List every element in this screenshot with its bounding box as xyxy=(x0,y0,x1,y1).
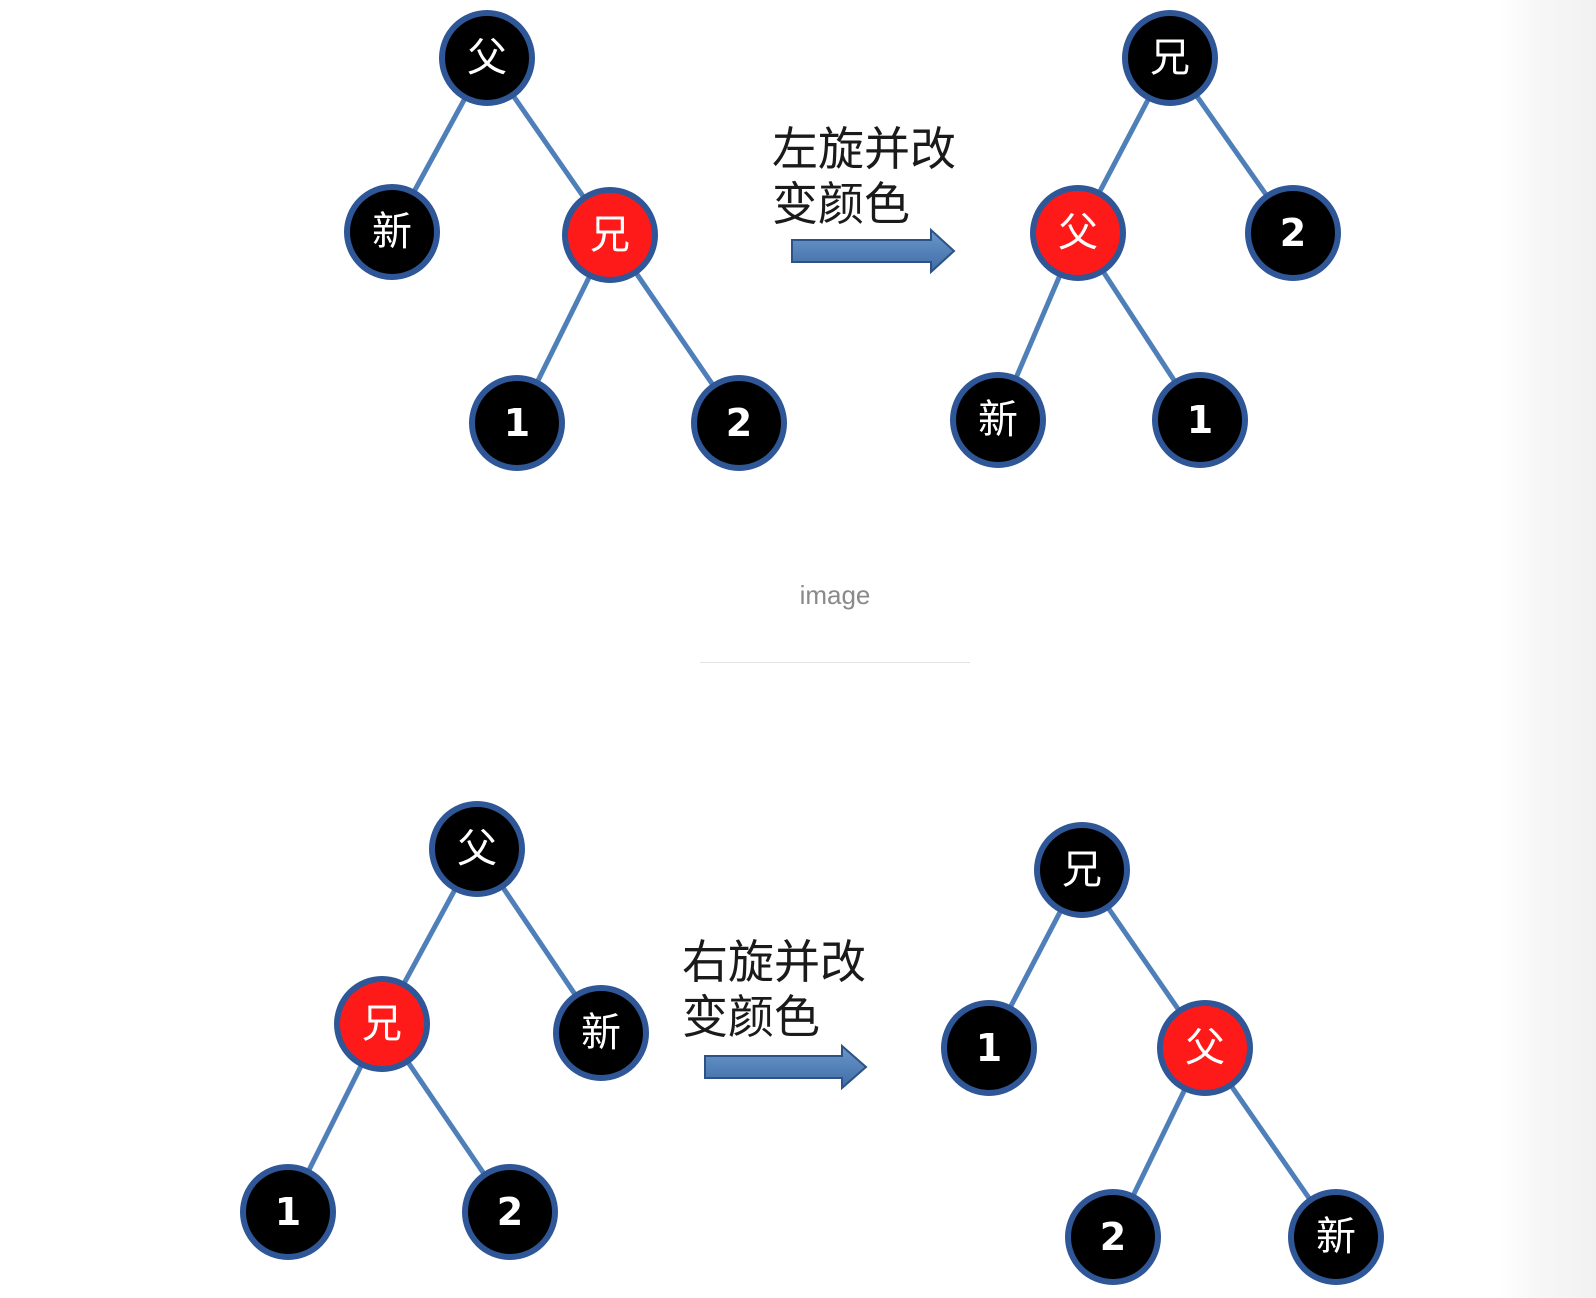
operation-label-line1: 右旋并改 xyxy=(682,935,866,989)
node-label: 1 xyxy=(275,1190,301,1234)
right-arrow-icon xyxy=(791,227,956,275)
node-father-red: 父 xyxy=(1030,185,1126,281)
node-label: 1 xyxy=(1187,398,1213,442)
top-after-tree: 兄 父 2 新 1 xyxy=(950,10,1341,468)
node-one: 1 xyxy=(469,375,565,471)
node-label: 2 xyxy=(726,401,752,445)
node-label: 兄 xyxy=(362,1001,402,1047)
page-right-shade xyxy=(1500,0,1596,1298)
node-label: 兄 xyxy=(590,212,630,258)
node-label: 新 xyxy=(1316,1214,1356,1260)
node-two: 2 xyxy=(1065,1189,1161,1285)
image-caption: image xyxy=(799,580,871,610)
node-label: 新 xyxy=(581,1010,621,1056)
node-label: 新 xyxy=(978,397,1018,443)
node-new: 新 xyxy=(1288,1189,1384,1285)
bottom-operation: 右旋并改 变颜色 xyxy=(682,935,868,1091)
node-label: 2 xyxy=(1100,1215,1126,1259)
node-two: 2 xyxy=(1245,185,1341,281)
operation-label-line1: 左旋并改 xyxy=(772,122,956,176)
top-before-tree: 父 新 兄 1 2 xyxy=(344,10,787,471)
node-label: 2 xyxy=(1280,211,1306,255)
node-new: 新 xyxy=(553,985,649,1081)
node-sibling-red: 兄 xyxy=(334,976,430,1072)
node-two: 2 xyxy=(691,375,787,471)
node-label: 父 xyxy=(457,826,497,872)
node-father: 父 xyxy=(429,801,525,897)
operation-label-line2: 变颜色 xyxy=(772,177,910,231)
bottom-after-tree: 兄 1 父 2 新 xyxy=(941,822,1384,1285)
node-one: 1 xyxy=(941,1000,1037,1096)
node-new: 新 xyxy=(344,184,440,280)
node-label: 2 xyxy=(497,1190,523,1234)
node-label: 父 xyxy=(467,35,507,81)
node-one: 1 xyxy=(1152,372,1248,468)
node-new: 新 xyxy=(950,372,1046,468)
node-father-red: 父 xyxy=(1157,1000,1253,1096)
node-label: 父 xyxy=(1185,1025,1225,1071)
node-sibling: 兄 xyxy=(1034,822,1130,918)
node-sibling: 兄 xyxy=(1122,10,1218,106)
node-two: 2 xyxy=(462,1164,558,1260)
node-one: 1 xyxy=(240,1164,336,1260)
node-label: 1 xyxy=(504,401,530,445)
node-father: 父 xyxy=(439,10,535,106)
operation-label-line2: 变颜色 xyxy=(682,990,820,1044)
caption-divider xyxy=(700,662,970,663)
bottom-before-tree: 父 兄 新 1 2 xyxy=(240,801,649,1260)
node-label: 父 xyxy=(1058,210,1098,256)
top-operation: 左旋并改 变颜色 xyxy=(772,122,956,275)
right-arrow-icon xyxy=(704,1043,868,1091)
node-label: 1 xyxy=(976,1026,1002,1070)
node-sibling-red: 兄 xyxy=(562,187,658,283)
node-label: 兄 xyxy=(1062,847,1102,893)
node-label: 新 xyxy=(372,209,412,255)
node-label: 兄 xyxy=(1150,35,1190,81)
